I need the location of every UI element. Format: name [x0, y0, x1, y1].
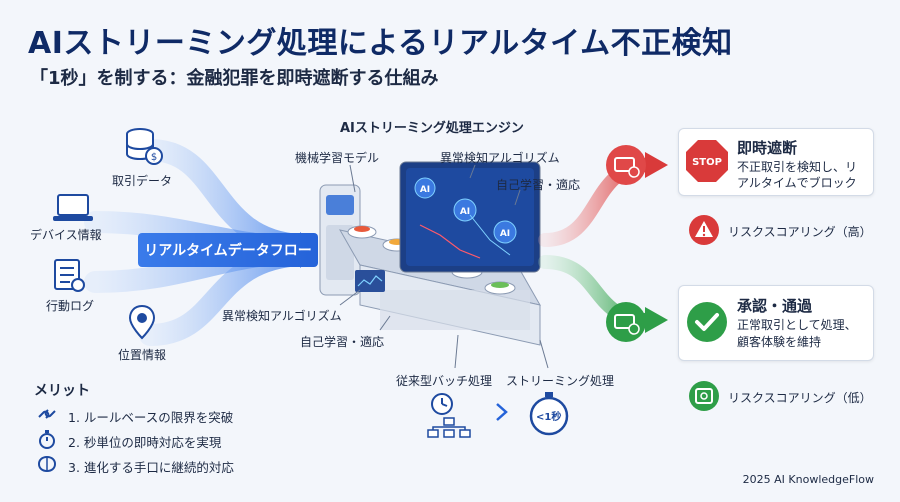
input-label-device: デバイス情報 — [30, 228, 102, 242]
approve-desc-1: 正常取引として処理、 — [737, 318, 857, 332]
check-circle-icon — [687, 302, 727, 342]
broken-chain-icon — [38, 409, 56, 419]
stopwatch-icon — [529, 392, 569, 436]
screen-ai-tag-1: AI — [420, 185, 430, 195]
streaming-processing-label: ストリーミング処理 — [506, 374, 615, 388]
stop-sign-text: STOP — [692, 157, 722, 168]
block-desc-1: 不正取引を検知し、リ — [737, 160, 858, 174]
risk-low-label: リスクスコアリング（低） — [728, 391, 872, 405]
screen-ai-tag-3: AI — [500, 229, 510, 239]
safe-icon — [689, 381, 719, 411]
risk-high-label: リスクスコアリング（高） — [728, 225, 872, 239]
stop-sign-icon: STOP — [686, 140, 728, 182]
stopwatch-small-icon — [39, 430, 55, 449]
engine-self-learning-bottom: 自己学習・適応 — [300, 335, 385, 349]
block-title: 即時遮断 — [737, 139, 798, 157]
screen-ai-tag-2: AI — [460, 207, 470, 217]
input-label-behavior: 行動ログ — [46, 299, 95, 313]
batch-processing-label: 従来型バッチ処理 — [396, 374, 493, 388]
compare-arrow — [496, 403, 508, 421]
approve-desc-2: 顧客体験を維持 — [737, 335, 822, 349]
block-desc-2: アルタイムでブロック — [737, 176, 857, 190]
engine-machine — [319, 161, 541, 346]
block-card: STOP 即時遮断 不正取引を検知し、リ アルタイムでブロック — [678, 128, 874, 196]
laptop-icon — [53, 194, 93, 221]
checklist-icon — [54, 259, 85, 292]
warning-icon — [689, 215, 719, 245]
merit-item-2: 2. 秒単位の即時対応を実現 — [68, 435, 222, 450]
engine-self-learning-top: 自己学習・適応 — [496, 178, 581, 192]
merits-heading: メリット — [34, 383, 90, 399]
brain-icon — [37, 455, 57, 473]
location-pin-icon — [128, 304, 156, 340]
input-label-location: 位置情報 — [118, 348, 167, 362]
page-title: AIストリーミング処理によるリアルタイム不正検知 — [28, 26, 733, 61]
approved-card-icon — [606, 302, 646, 342]
batch-clock-hierarchy-icon — [427, 393, 471, 438]
approve-card: 承認・通過 正常取引として処理、 顧客体験を維持 — [678, 285, 874, 361]
engine-title: AIストリーミング処理エンジン — [340, 121, 524, 136]
merit-item-3: 3. 進化する手口に継続的対応 — [68, 460, 234, 475]
callout-lines — [339, 164, 549, 369]
blocked-card-icon — [606, 145, 646, 185]
stopwatch-label: <1秒 — [536, 412, 562, 423]
merit-item-1: 1. ルールベースの限界を突破 — [68, 410, 234, 425]
flow-label: リアルタイムデータフロー — [138, 233, 318, 267]
database-icon: $ — [126, 128, 163, 165]
page-subtitle: 「1秒」を制する：金融犯罪を即時遮断する仕組み — [30, 68, 439, 89]
input-label-transaction: 取引データ — [112, 174, 173, 188]
engine-anomaly-top: 異常検知アルゴリズム — [440, 151, 560, 165]
approve-title: 承認・通過 — [737, 297, 813, 315]
engine-anomaly-bottom: 異常検知アルゴリズム — [222, 309, 342, 323]
footer-credit: 2025 AI KnowledgeFlow — [742, 473, 874, 486]
svg-text:$: $ — [151, 152, 157, 163]
engine-ml-model: 機械学習モデル — [295, 151, 380, 165]
